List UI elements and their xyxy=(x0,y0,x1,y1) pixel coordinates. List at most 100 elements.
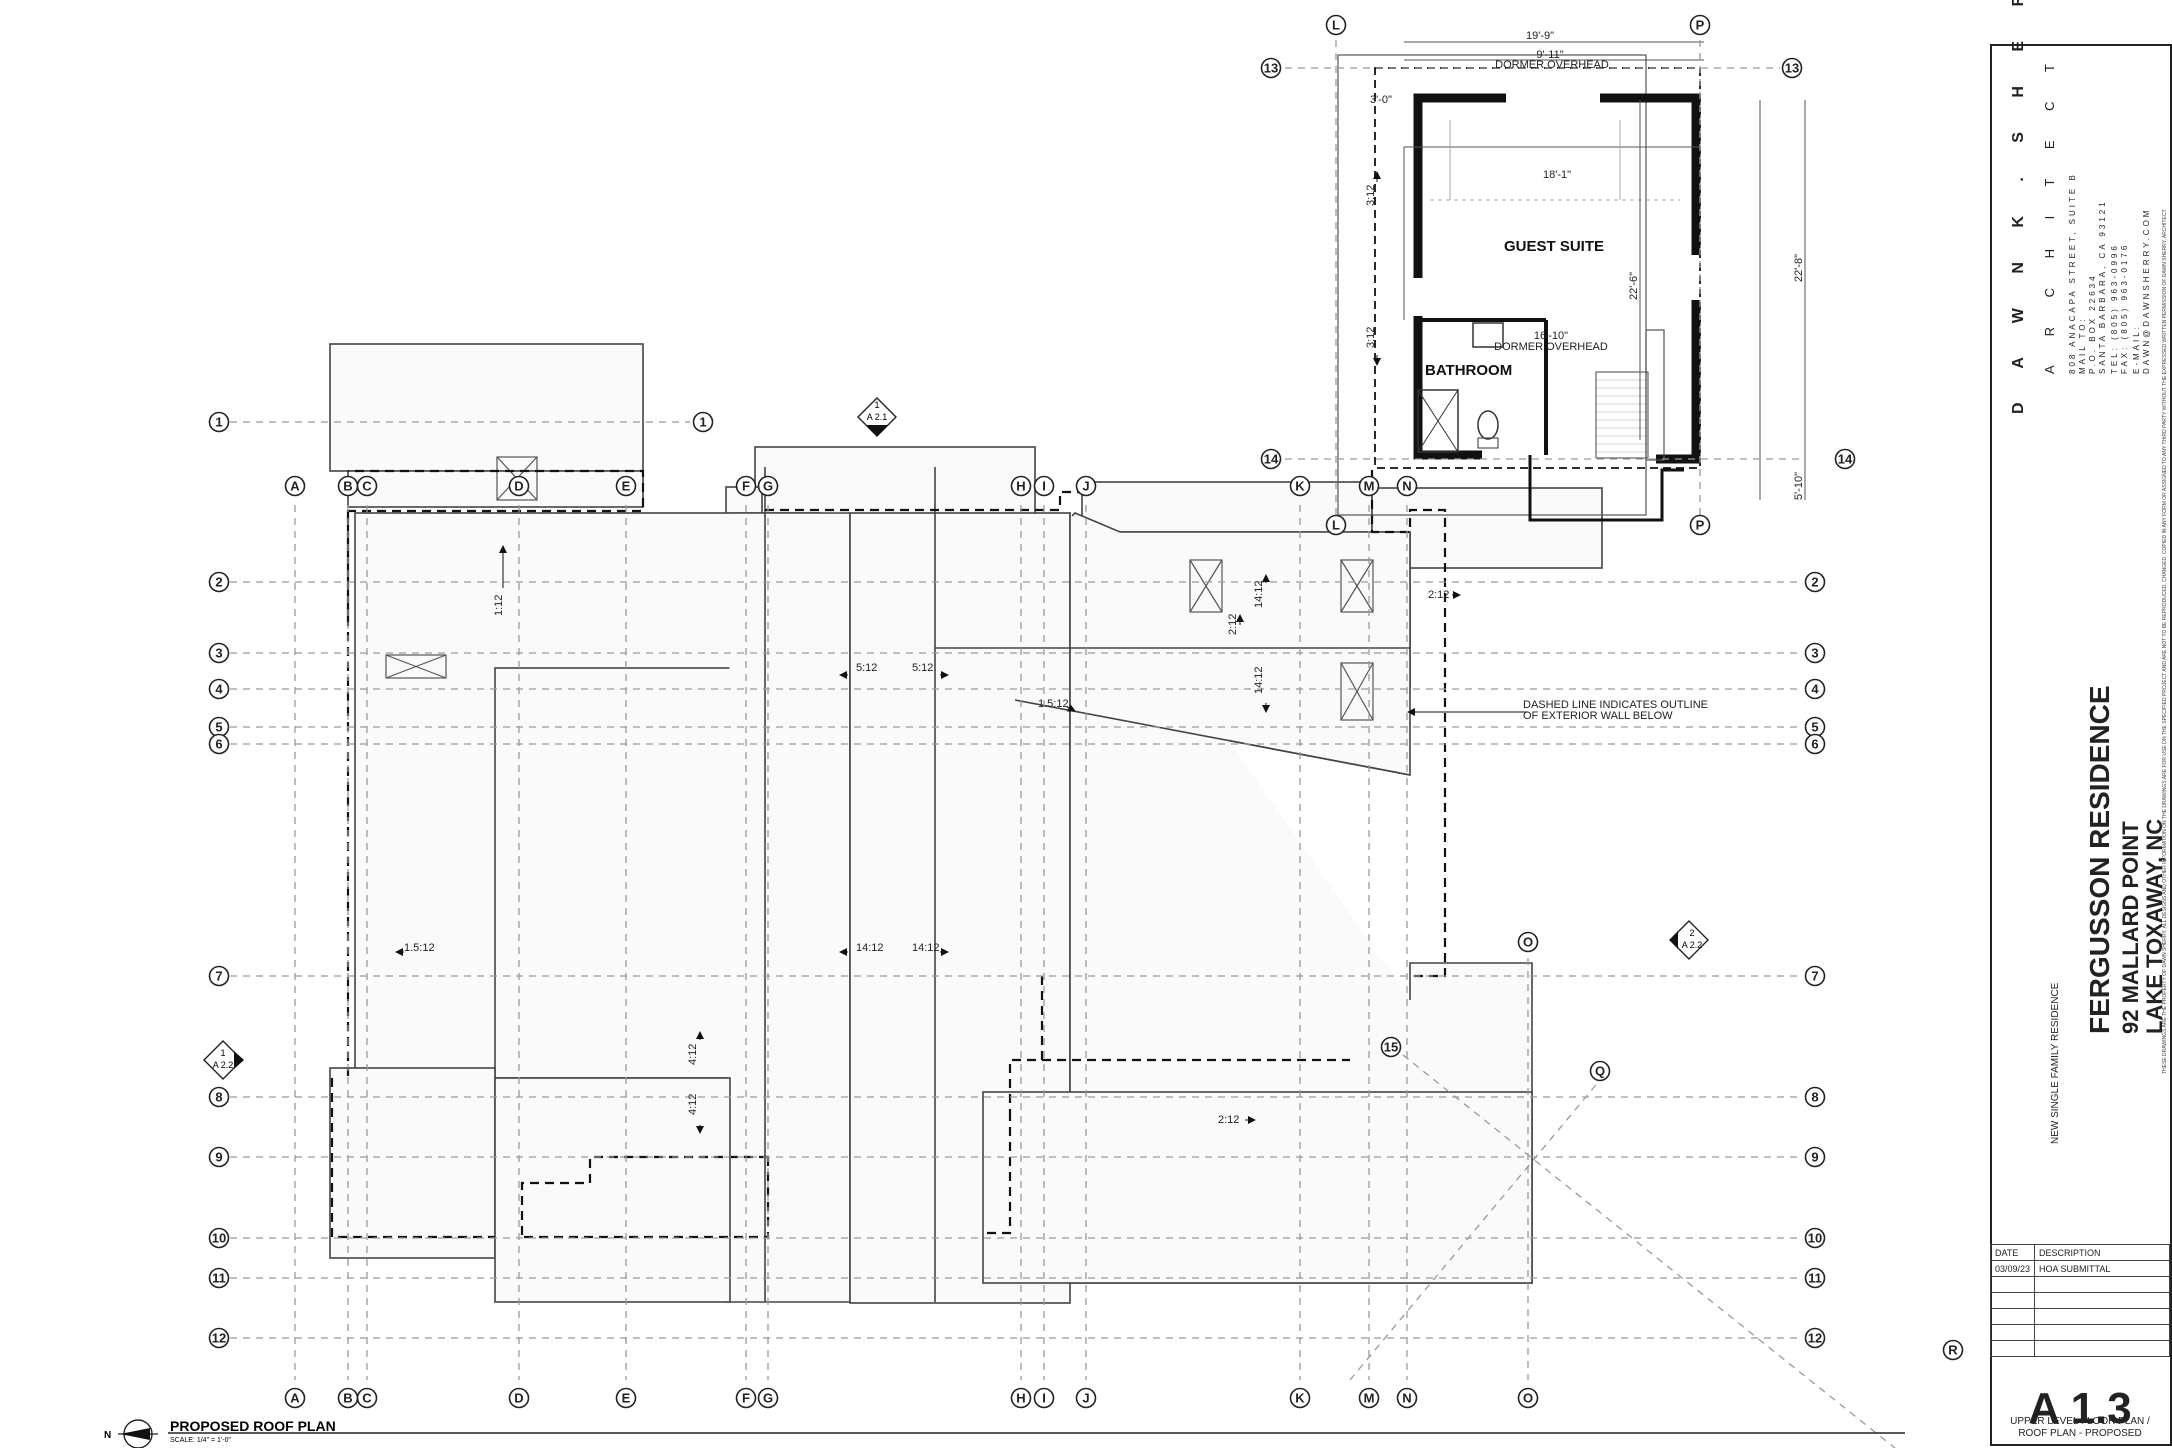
svg-text:10: 10 xyxy=(1808,1231,1822,1246)
svg-text:22'-6": 22'-6" xyxy=(1628,272,1640,300)
svg-text:A 2.2: A 2.2 xyxy=(1682,940,1703,950)
svg-text:3:12: 3:12 xyxy=(1365,327,1377,348)
grid-bubble-right-12: 12 xyxy=(1804,1327,1826,1349)
svg-text:4:12: 4:12 xyxy=(687,1094,699,1115)
slope-5-12-right: 5:12 xyxy=(912,662,949,679)
svg-text:H: H xyxy=(1016,1391,1025,1406)
table-row: 03/09/23 HOA SUBMITTAL xyxy=(1989,1260,2170,1277)
plan-title-block: N PROPOSED ROOF PLAN SCALE: 1/4" = 1'-0" xyxy=(104,1418,1905,1448)
svg-text:13: 13 xyxy=(1264,61,1278,76)
svg-text:L: L xyxy=(1332,518,1340,533)
grid-bubble-right-2: 2 xyxy=(1804,571,1826,593)
revision-date: 03/09/23 xyxy=(1989,1260,2036,1277)
svg-text:B: B xyxy=(343,479,352,494)
grid-bubble-15: 15 xyxy=(1380,1036,1402,1058)
project-name: FERGUSSON RESIDENCE xyxy=(2084,685,2115,1035)
svg-text:M: M xyxy=(1364,1391,1375,1406)
table-row xyxy=(1989,1308,2170,1325)
svg-text:C: C xyxy=(362,479,372,494)
grid-bubble-l-top: L xyxy=(1325,14,1347,36)
section-tag-a2-1-top: 1 A 2.1 xyxy=(857,397,897,437)
grid-bubble-bottom-b: B xyxy=(337,1387,359,1409)
svg-text:2: 2 xyxy=(215,575,222,590)
svg-text:14:12: 14:12 xyxy=(856,942,884,954)
grid-bubble-left-9: 9 xyxy=(208,1146,230,1168)
grid-bubble-bottom-k: K xyxy=(1289,1387,1311,1409)
svg-text:4: 4 xyxy=(1811,682,1819,697)
svg-text:O: O xyxy=(1523,1391,1533,1406)
table-row xyxy=(1989,1292,2170,1309)
slope-14-12-d: 14:12 xyxy=(1253,666,1270,713)
svg-text:8: 8 xyxy=(215,1090,222,1105)
svg-text:9: 9 xyxy=(215,1150,222,1165)
grid-bubble-bottom-j: J xyxy=(1075,1387,1097,1409)
grid-bubble-right-7: 7 xyxy=(1804,965,1826,987)
svg-text:OF EXTERIOR WALL BELOW: OF EXTERIOR WALL BELOW xyxy=(1523,710,1673,722)
grid-bubble-right-6: 6 xyxy=(1804,733,1826,755)
grid-bubble-bottom-f: F xyxy=(735,1387,757,1409)
grid-bubble-top-k: K xyxy=(1289,475,1311,497)
svg-text:A 2.2: A 2.2 xyxy=(213,1060,234,1070)
grid-bubble-right-14: 14 xyxy=(1834,448,1856,470)
grid-bubble-left-14: 14 xyxy=(1260,448,1282,470)
svg-text:1.5:12: 1.5:12 xyxy=(1038,698,1069,710)
grid-bubble-q: Q xyxy=(1589,1060,1611,1082)
slope-4-12-b: 4:12 xyxy=(687,1094,704,1134)
svg-text:12: 12 xyxy=(1808,1331,1822,1346)
svg-text:9'-11": 9'-11" xyxy=(1536,49,1563,61)
slope-3-12-upper: 3:12 xyxy=(1365,171,1381,206)
firm-address-line: P.O. BOX 22634 xyxy=(2088,273,2097,374)
svg-text:3: 3 xyxy=(1811,646,1818,661)
svg-text:4:12: 4:12 xyxy=(687,1044,699,1065)
grid-bubble-p-mid: P xyxy=(1689,514,1711,536)
slope-14-12-b: 14:12 xyxy=(912,942,949,956)
north-arrow-icon: N xyxy=(104,1419,158,1448)
svg-text:5: 5 xyxy=(1811,720,1818,735)
grid-bubble-bottom-c: C xyxy=(356,1387,378,1409)
svg-text:P: P xyxy=(1696,18,1705,33)
grid-bubble-top-a: A xyxy=(284,475,306,497)
grid-bubble-top-d: D xyxy=(508,475,530,497)
firm-address-line: DAWN@DAWNSHERRY.COM xyxy=(2142,207,2151,374)
exterior-wall-note: DASHED LINE INDICATES OUTLINE OF EXTERIO… xyxy=(1407,699,1708,722)
svg-text:6: 6 xyxy=(1811,737,1818,752)
grid-bubble-bottom-g: G xyxy=(757,1387,779,1409)
svg-text:J: J xyxy=(1082,1391,1089,1406)
grid-bubble-top-i: I xyxy=(1033,475,1055,497)
grid-bubble-top-c: C xyxy=(356,475,378,497)
firm-address-line: 808 ANACAPA STREET, SUITE B xyxy=(2068,172,2077,374)
svg-text:J: J xyxy=(1082,479,1089,494)
grid-bubble-right-5: 5 xyxy=(1804,716,1826,738)
grid-bubble-left-1: 1 xyxy=(208,411,230,433)
grid-bubble-right-3: 3 xyxy=(1804,642,1826,664)
title-block-frame xyxy=(1990,44,2172,1446)
svg-text:DASHED LINE INDICATES OUTLINE: DASHED LINE INDICATES OUTLINE xyxy=(1523,699,1708,711)
grid-bubble-top-j: J xyxy=(1075,475,1097,497)
svg-text:14: 14 xyxy=(1264,452,1279,467)
svg-text:9: 9 xyxy=(1811,1150,1818,1165)
grid-bubble-right-11: 11 xyxy=(1804,1267,1826,1289)
svg-text:D: D xyxy=(514,479,523,494)
firm-address-line: SANTA BARBARA, CA 93121 xyxy=(2098,199,2107,374)
firm-address-line: TEL: (805) 963-0996 xyxy=(2110,243,2119,374)
grid-bubble-top-n: N xyxy=(1396,475,1418,497)
svg-text:K: K xyxy=(1295,479,1305,494)
svg-text:M: M xyxy=(1364,479,1375,494)
grid-bubble-bottom-a: A xyxy=(284,1387,306,1409)
title-block: D A W N K . S H E R R Y A R C H I T E C … xyxy=(1989,0,2172,1446)
firm-role: A R C H I T E C T xyxy=(2042,51,2057,374)
table-row xyxy=(1989,1276,2170,1293)
grid-bubble-bottom-e: E xyxy=(615,1387,637,1409)
svg-text:B: B xyxy=(343,1391,352,1406)
section-tags: 1 A 2.1 1 A 2.2 2 A 2.2 xyxy=(203,397,1709,1080)
svg-text:5:12: 5:12 xyxy=(912,662,933,674)
slope-5-12-left: 5:12 xyxy=(839,662,877,679)
project-address-1: 92 MALLARD POINT xyxy=(2118,821,2143,1034)
revision-table: DATE DESCRIPTION 03/09/23 HOA SUBMITTAL xyxy=(1989,1244,2170,1357)
grid-bubble-bottom-h: H xyxy=(1010,1387,1032,1409)
svg-text:L: L xyxy=(1332,18,1340,33)
table-row xyxy=(1989,1324,2170,1341)
svg-text:18'-1": 18'-1" xyxy=(1543,169,1571,181)
grid-bubble-bottom-o: O xyxy=(1517,1387,1539,1409)
